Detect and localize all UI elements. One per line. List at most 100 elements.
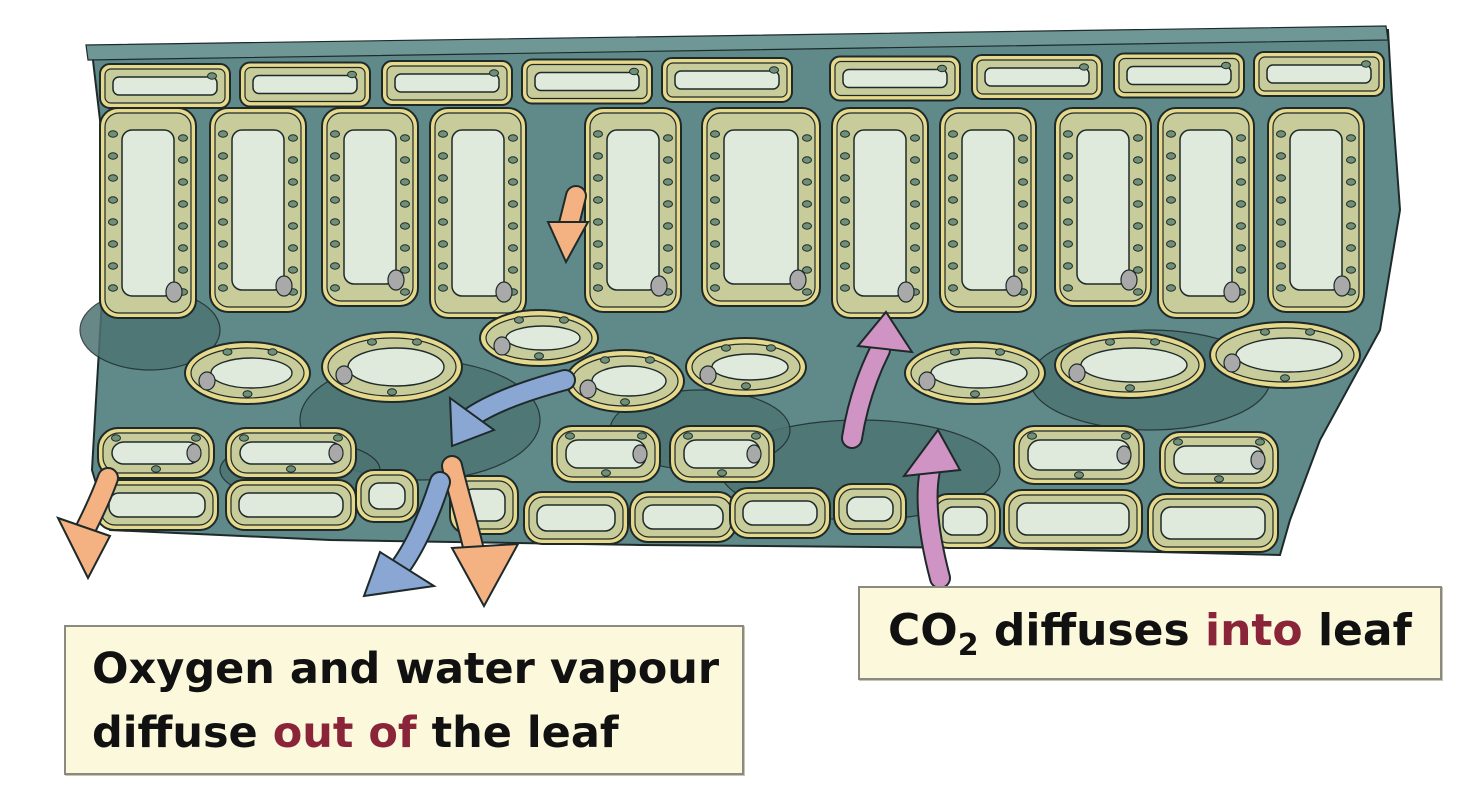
chloroplast bbox=[1166, 262, 1176, 270]
chloroplast bbox=[108, 174, 118, 182]
co2-arrow-lower bbox=[901, 428, 962, 589]
water-vapour-arrow-left bbox=[56, 467, 119, 581]
nucleus bbox=[1250, 450, 1266, 470]
chloroplast bbox=[1063, 262, 1073, 270]
chloroplast bbox=[1063, 152, 1073, 160]
water-vapour-arrow-palisade bbox=[546, 185, 590, 265]
lower-epidermal-cell-vacuole bbox=[108, 492, 206, 518]
chloroplast bbox=[178, 266, 188, 274]
oxygen-arrow-stoma bbox=[362, 471, 451, 598]
chloroplast bbox=[387, 388, 397, 396]
chloroplast bbox=[1346, 156, 1356, 164]
chloroplast bbox=[178, 244, 188, 252]
chloroplast bbox=[1361, 60, 1371, 68]
chloroplast bbox=[400, 244, 410, 252]
chloroplast bbox=[948, 196, 958, 204]
chloroplast bbox=[1236, 200, 1246, 208]
chloroplast bbox=[802, 266, 812, 274]
co2-arrow-lower-head bbox=[901, 428, 962, 478]
chloroplast bbox=[367, 338, 377, 346]
in-label-accent: into bbox=[1204, 605, 1303, 656]
chloroplast bbox=[663, 266, 673, 274]
chloroplast bbox=[710, 262, 720, 270]
chloroplast bbox=[330, 262, 340, 270]
nucleus bbox=[579, 379, 597, 399]
chloroplast bbox=[663, 134, 673, 142]
chloroplast bbox=[910, 244, 920, 252]
chloroplast bbox=[218, 130, 228, 138]
chloroplast bbox=[1221, 61, 1231, 70]
chloroplast bbox=[1346, 178, 1356, 186]
chloroplast bbox=[1236, 178, 1246, 186]
chloroplast bbox=[412, 338, 422, 346]
spongy-cell-vacuole bbox=[347, 347, 445, 387]
chloroplast bbox=[1276, 240, 1286, 248]
chloroplast bbox=[288, 222, 298, 230]
palisade-cell-vacuole bbox=[343, 129, 397, 285]
chloroplast bbox=[1166, 218, 1176, 226]
chloroplast bbox=[400, 200, 410, 208]
chloroplast bbox=[1121, 432, 1131, 440]
palisade-cell-vacuole bbox=[723, 129, 799, 285]
nucleus bbox=[699, 365, 717, 385]
chloroplast bbox=[1346, 134, 1356, 142]
in-label-suffix: leaf bbox=[1302, 605, 1412, 656]
chloroplast bbox=[593, 130, 603, 138]
chloroplast bbox=[288, 178, 298, 186]
chloroplast bbox=[1018, 222, 1028, 230]
chloroplast bbox=[910, 156, 920, 164]
mesophyll-cell-vacuole bbox=[1027, 439, 1131, 471]
chloroplast bbox=[1125, 384, 1135, 392]
chloroplast bbox=[218, 262, 228, 270]
chloroplast bbox=[508, 134, 518, 142]
chloroplast bbox=[347, 70, 357, 79]
chloroplast bbox=[840, 284, 850, 292]
nucleus bbox=[495, 281, 513, 303]
palisade-layer bbox=[99, 107, 1365, 319]
chloroplast bbox=[721, 344, 731, 352]
water-vapour-arrow-stoma bbox=[441, 455, 520, 609]
chloroplast bbox=[400, 266, 410, 274]
chloroplast bbox=[1133, 266, 1143, 274]
chloroplast bbox=[1063, 130, 1073, 138]
nucleus bbox=[335, 365, 353, 385]
upper-epidermis bbox=[99, 51, 1385, 109]
chloroplast bbox=[710, 174, 720, 182]
chloroplast bbox=[620, 398, 630, 406]
chloroplast bbox=[178, 200, 188, 208]
nucleus bbox=[275, 275, 293, 297]
water-vapour-arrow-stoma-head bbox=[450, 542, 520, 609]
epidermal-cell-vacuole bbox=[1126, 65, 1232, 86]
chloroplast bbox=[948, 152, 958, 160]
chloroplast bbox=[1074, 471, 1084, 479]
chloroplast bbox=[438, 284, 448, 292]
palisade-cell-vacuole bbox=[606, 129, 660, 291]
chloroplast bbox=[802, 222, 812, 230]
nucleus bbox=[1116, 445, 1132, 465]
water-vapour-arrow-left-shaft bbox=[77, 469, 117, 537]
chloroplast bbox=[400, 134, 410, 142]
chloroplast bbox=[218, 284, 228, 292]
chloroplast bbox=[438, 174, 448, 182]
epidermal-cell-vacuole bbox=[394, 73, 500, 93]
chloroplast bbox=[218, 218, 228, 226]
chloroplast bbox=[508, 266, 518, 274]
chloroplast bbox=[111, 434, 121, 442]
nucleus bbox=[1120, 269, 1138, 291]
lower-epidermal-cell-vacuole bbox=[846, 496, 894, 522]
lower-epidermal-cell-vacuole bbox=[942, 506, 988, 536]
in-label-prefix: CO bbox=[888, 605, 958, 656]
chloroplast bbox=[1133, 244, 1143, 252]
chloroplast bbox=[683, 432, 693, 440]
chloroplast bbox=[663, 200, 673, 208]
chloroplast bbox=[330, 218, 340, 226]
chloroplast bbox=[330, 174, 340, 182]
chloroplast bbox=[508, 156, 518, 164]
nucleus bbox=[632, 444, 648, 464]
chloroplast bbox=[508, 222, 518, 230]
out-label-suffix: the leaf bbox=[416, 708, 619, 758]
water-vapour-arrow-palisade-head bbox=[546, 221, 590, 265]
epidermal-cell-vacuole bbox=[674, 70, 780, 90]
nucleus bbox=[897, 281, 915, 303]
